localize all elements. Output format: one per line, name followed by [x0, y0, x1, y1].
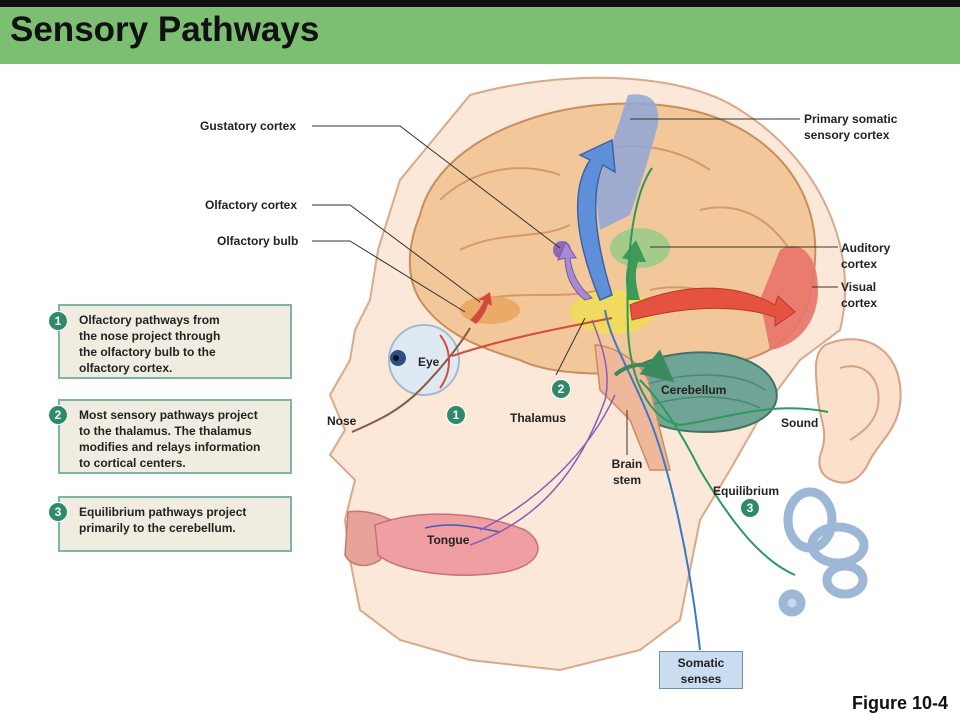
nose-label: Nose [327, 414, 357, 428]
thalamus-label: Thalamus [510, 411, 567, 425]
step-2-badge: 2 [48, 405, 68, 425]
visual-cortex-label-line2: cortex [841, 296, 878, 310]
brain-stem-label-line2: stem [612, 473, 641, 487]
eye-retina-arc [439, 334, 450, 389]
step-1-line2: the nose project through [79, 329, 221, 343]
step-3-box: Equilibrium pathways project primarily t… [58, 496, 292, 552]
somatic-pathway [604, 309, 701, 651]
step-2-line4: to cortical centers. [79, 456, 186, 470]
cerebellum-label: Cerebellum [661, 383, 727, 397]
pathway-3-marker: 3 [740, 498, 760, 518]
page-title: Sensory Pathways [10, 10, 320, 49]
step-1-line1: Olfactory pathways from [79, 313, 220, 327]
step-1-badge: 1 [48, 311, 68, 331]
eye-label: Eye [418, 355, 440, 369]
somatic-cortex-region [595, 94, 659, 230]
olfactory-cortex-label: Olfactory cortex [205, 198, 298, 212]
somatic-senses-line1: Somatic [677, 656, 725, 670]
somatic-arrow [576, 138, 616, 301]
step-1-box: Olfactory pathways from the nose project… [58, 304, 292, 379]
step-3-badge: 3 [48, 502, 68, 522]
equilibrium-pathway [639, 379, 796, 576]
olfactory-arrow [470, 292, 492, 324]
optic-pathway [451, 317, 613, 357]
olfactory-bulb-label: Olfactory bulb [217, 234, 299, 248]
auditory-pathway [626, 167, 829, 427]
tongue-label: Tongue [427, 533, 470, 547]
figure-number: Figure 10-4 [851, 693, 948, 713]
leader-lines [312, 118, 838, 455]
equilibrium-label: Equilibrium [713, 484, 779, 498]
step-1-line3: the olfactory bulb to the [79, 345, 216, 359]
step-2-line2: to the thalamus. The thalamus [79, 424, 252, 438]
somatic-senses-box: Somatic senses [659, 651, 743, 689]
gustatory-cortex-label: Gustatory cortex [200, 119, 297, 133]
olfactory-pathway [351, 327, 471, 433]
step-1-line4: olfactory cortex. [79, 361, 173, 375]
ear-shape [814, 338, 902, 484]
tongue-shape [374, 513, 539, 576]
auditory-cortex-label-line1: Auditory [841, 241, 891, 255]
primary-somatic-label-line1: Primary somatic [804, 112, 898, 126]
title-bar [0, 7, 960, 64]
gustatory-arrow [557, 240, 594, 301]
auditory-cortex-label-line2: cortex [841, 257, 878, 271]
step-3-line1: Equilibrium pathways project [79, 505, 247, 519]
sound-label: Sound [781, 416, 819, 430]
eyeball [388, 324, 460, 396]
inner-ear [778, 487, 869, 617]
step-2-box: Most sensory pathways project to the tha… [58, 399, 292, 474]
pathway-2-marker: 2 [551, 379, 571, 399]
top-border [0, 0, 960, 7]
primary-somatic-label-line2: sensory cortex [804, 128, 890, 142]
visual-arrow [629, 287, 796, 327]
somatic-senses-line2: senses [680, 672, 722, 686]
gustatory-pathway-2 [479, 394, 616, 531]
brain-stem-label-line1: Brain [611, 457, 643, 471]
step-2-line3: modifies and relays information [79, 440, 261, 454]
pathway-1-marker: 1 [446, 405, 466, 425]
gustatory-pathway-1 [469, 319, 608, 546]
step-2-line1: Most sensory pathways project [79, 408, 258, 422]
equilibrium-arrow [613, 349, 675, 383]
step-3-line2: primarily to the cerebellum. [79, 521, 236, 535]
visual-cortex-label-line1: Visual [841, 280, 877, 294]
